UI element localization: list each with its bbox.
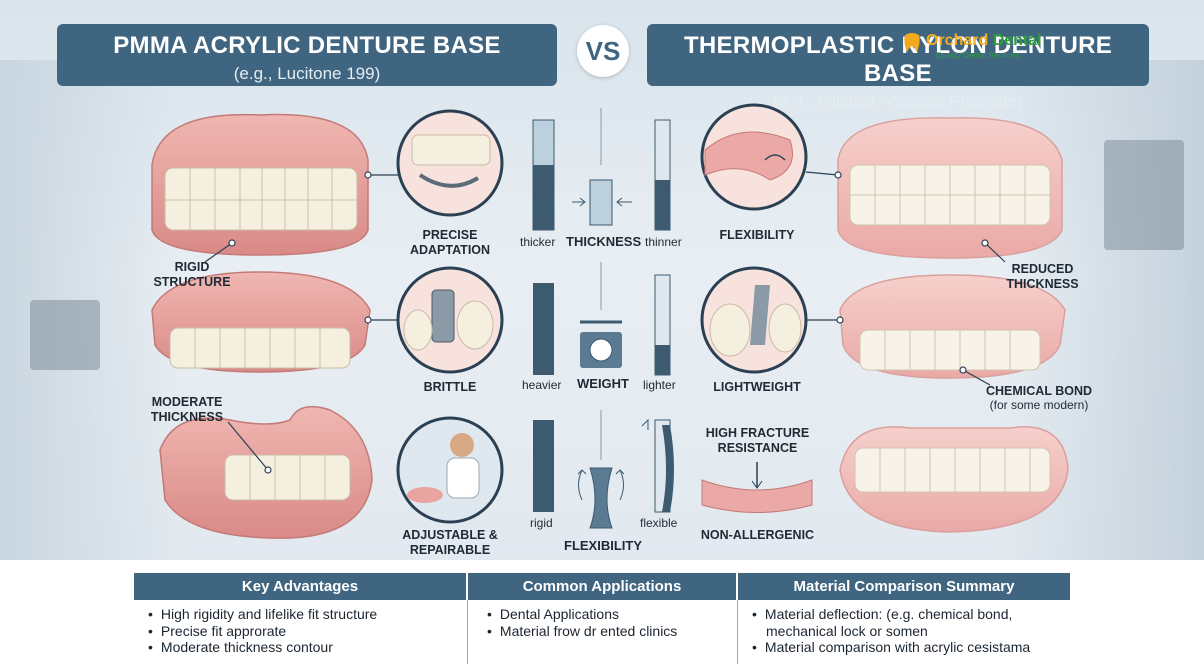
lightweight-circle — [700, 266, 808, 374]
reduced-thickness-label: REDUCED THICKNESS — [1006, 262, 1079, 291]
flexibility-circle — [700, 103, 808, 211]
flexibility-label: FLEXIBILITY — [719, 228, 795, 242]
key-advantages-list: High rigidity and lifelike fit structure… — [148, 606, 377, 656]
precise-adaptation-label: PRECISE ADAPTATION — [409, 228, 491, 257]
thinner-label: thinner — [645, 235, 682, 249]
nylon-header: THERMOPLASTIC NYLON DENTURE BASE (e.g., … — [647, 24, 1149, 111]
flexibility-center-title: FLEXIBILITY — [564, 538, 642, 553]
pmma-header: PMMA ACRYLIC DENTURE BASE (e.g., Luciton… — [57, 24, 557, 86]
nylon-denture-upper — [837, 117, 1063, 259]
thicker-label: thicker — [520, 235, 556, 249]
brittle-circle — [396, 266, 504, 374]
left-connectors — [204, 171, 398, 474]
key-advantages-header: Key Advantages — [134, 573, 466, 600]
precise-adaptation-circle — [396, 109, 504, 217]
flexibility-bars — [533, 410, 674, 529]
pmma-denture-upper — [151, 113, 369, 256]
lightweight-label: LIGHTWEIGHT — [713, 380, 801, 394]
lighter-label: lighter — [643, 378, 676, 392]
nylon-denture-middle — [839, 274, 1066, 379]
material-summary-header: Material Comparison Summary — [738, 573, 1070, 600]
pmma-subtitle: (e.g., Lucitone 199) — [233, 64, 381, 83]
pmma-denture-middle — [151, 271, 371, 373]
brittle-label: BRITTLE — [423, 380, 477, 394]
technician-circle — [396, 416, 504, 524]
logo-tagline: Quality Dental Services — [936, 51, 1020, 60]
list-item: High rigidity and lifelike fit structure — [148, 606, 377, 623]
background-monitor — [1104, 140, 1184, 250]
rigid-structure-label: RIGID STRUCTURE — [153, 260, 231, 289]
tooth-logo-icon — [904, 33, 920, 52]
nylon-denture-lower — [839, 426, 1069, 533]
moderate-thickness-label: MODERATE THICKNESS — [150, 395, 224, 424]
adjustable-label: ADJUSTABLE & REPAIRABLE — [402, 528, 498, 557]
weight-title: WEIGHT — [577, 376, 629, 391]
chemical-bond-note: (for some modern) — [989, 398, 1089, 412]
nylon-title: THERMOPLASTIC NYLON DENTURE BASE — [683, 32, 1113, 87]
thickness-bars — [532, 108, 671, 231]
pmma-title: PMMA ACRYLIC DENTURE BASE — [113, 32, 501, 59]
list-item: Precise fit approrate — [148, 623, 377, 640]
right-connectors — [805, 171, 1006, 386]
brand-logo: Orchard Dental Quality Dental Services — [902, 30, 1077, 66]
background-monitor — [30, 300, 100, 370]
non-allergenic-label: NON-ALLERGENIC — [700, 528, 815, 542]
list-item: Material comparison with acrylic cesista… — [752, 639, 1030, 656]
thickness-title: THICKNESS — [566, 234, 642, 249]
list-item: Material frow dr ented clinics — [487, 623, 677, 640]
weight-bars — [533, 262, 671, 376]
heavier-label: heavier — [522, 378, 562, 392]
list-item: Dental Applications — [487, 606, 677, 623]
fracture-resistance-graphic — [701, 462, 813, 513]
list-item: mechanical lock or somen — [766, 622, 928, 639]
list-item: Moderate thickness contour — [148, 639, 377, 656]
illustration — [151, 103, 1069, 539]
common-applications-list: Dental Applications Material frow dr ent… — [487, 606, 677, 639]
column-divider — [737, 600, 738, 664]
rigid-label: rigid — [530, 516, 553, 530]
vs-badge: VS — [577, 25, 629, 77]
flexible-label: flexible — [640, 516, 678, 530]
common-applications-header: Common Applications — [468, 573, 736, 600]
logo-text: Orchard Dental — [926, 32, 1042, 49]
chemical-bond-label: CHEMICAL BOND — [985, 384, 1093, 398]
column-divider — [467, 600, 468, 664]
high-fracture-label: HIGH FRACTURE RESISTANCE — [705, 426, 810, 455]
material-summary-list: Material deflection: (e.g. chemical bond… — [752, 606, 1030, 656]
list-item: Material deflection: (e.g. chemical bond… — [752, 606, 1030, 623]
nylon-subtitle: (e.g., Valplast, Valplast Premium) — [773, 92, 1023, 111]
